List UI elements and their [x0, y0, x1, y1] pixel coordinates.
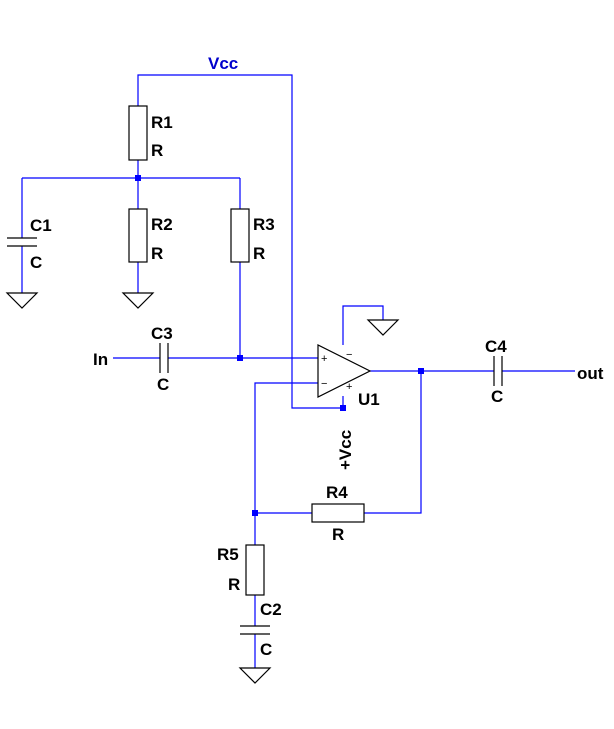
junction-opamp-vcc [340, 405, 346, 411]
r1-value: R [151, 141, 163, 160]
net-label-opamp-supply: +Vcc [336, 430, 355, 470]
pin-inverting-label: − [321, 378, 327, 390]
wire-inverting-input [254, 382, 318, 513]
junction-divider [135, 175, 141, 181]
r2-ref: R2 [151, 215, 173, 234]
resistor-r3 [230, 208, 250, 263]
wire-opamp-gnd [342, 305, 384, 345]
c2-ref: C2 [260, 600, 282, 619]
junctions [135, 175, 424, 516]
r1-ref: R1 [151, 113, 173, 132]
junction-input [237, 355, 243, 361]
ground-icon-c1 [5, 292, 39, 309]
r2-value: R [151, 244, 163, 263]
u1-ref: U1 [358, 390, 380, 409]
c3-ref: C3 [151, 324, 173, 343]
pin-noninverting-label: + [321, 353, 327, 365]
r3-value: R [253, 244, 265, 263]
c1-ref: C1 [30, 216, 52, 235]
c2-value: C [260, 640, 272, 659]
junction-feedback [252, 510, 258, 516]
capacitor-c2 [240, 625, 270, 635]
opamp-triangle [317, 344, 372, 398]
opamp-u1: + − − + [317, 344, 372, 398]
capacitor-c4 [493, 356, 503, 386]
pin-supply-pos-label: + [346, 381, 352, 393]
capacitor-c1 [7, 237, 37, 247]
resistor-r4 [311, 503, 365, 523]
r5-ref: R5 [217, 545, 239, 564]
c3-value: C [157, 375, 169, 394]
r3-ref: R3 [253, 215, 275, 234]
pin-supply-neg-label: − [346, 349, 352, 361]
resistor-r5 [245, 544, 265, 596]
r5-value: R [228, 575, 240, 594]
ground-icon-r2 [121, 292, 155, 309]
ground-icon-opamp [366, 319, 400, 336]
resistor-r2 [128, 208, 148, 263]
net-label-vcc: Vcc [208, 54, 238, 73]
r4-ref: R4 [326, 483, 348, 502]
net-label-input: In [93, 350, 108, 369]
wire-r4-right [364, 371, 422, 514]
r4-value: R [332, 525, 344, 544]
resistor-r1 [128, 105, 148, 161]
wires [21, 74, 575, 668]
c4-ref: C4 [485, 337, 507, 356]
ground-icon-c2 [238, 667, 272, 684]
c4-value: C [491, 387, 503, 406]
junction-output [418, 368, 424, 374]
capacitor-c3 [159, 343, 169, 373]
c1-value: C [30, 253, 42, 272]
wire-vcc-rail [137, 74, 343, 409]
net-label-output: out [577, 364, 604, 383]
